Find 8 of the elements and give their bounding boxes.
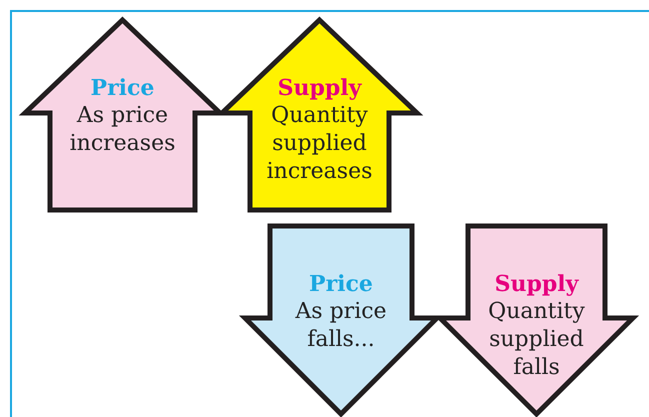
arrow-heading: Supply	[278, 74, 362, 102]
arrow-text: Quantity supplied falls	[487, 298, 586, 382]
arrow-text: As price falls...	[294, 298, 388, 354]
arrow-text: Quantity supplied increases	[266, 102, 374, 186]
arrow-heading: Price	[90, 74, 154, 102]
arrow-text: As price increases	[68, 102, 176, 158]
arrow-heading: Price	[309, 270, 373, 298]
arrow-heading: Supply	[494, 270, 578, 298]
